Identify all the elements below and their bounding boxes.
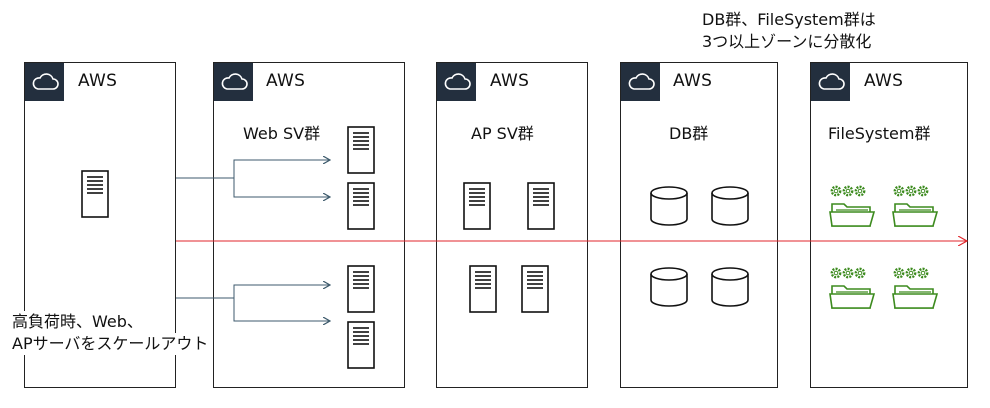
server-icon — [347, 321, 375, 369]
database-icon — [650, 186, 688, 226]
aws-label: AWS — [266, 71, 306, 91]
note-line-1: 高負荷時、Web、 — [12, 311, 143, 333]
database-icon — [650, 267, 688, 307]
aws-label: AWS — [490, 71, 530, 91]
scale-out-note: 高負荷時、Web、 APサーバをスケールアウト — [12, 311, 209, 355]
aws-label: AWS — [78, 71, 118, 91]
gear-folder-icon — [830, 269, 874, 308]
filesystem-group-title: FileSystem群 — [828, 124, 931, 143]
aws-cloud-badge — [214, 63, 253, 101]
aws-cloud-badge — [621, 63, 660, 101]
cloud-icon — [818, 73, 845, 90]
aws-cloud-badge — [25, 63, 64, 101]
server-icon — [81, 170, 109, 218]
cloud-icon — [444, 73, 471, 90]
aws-cloud-badge — [811, 63, 850, 101]
gear-folder-icon — [830, 187, 874, 226]
aws-label: AWS — [673, 71, 713, 91]
server-icon — [463, 182, 491, 230]
note-line-2: 3つ以上ゾーンに分散化 — [702, 32, 872, 51]
scale-out-connector-upper — [176, 160, 330, 197]
server-icon — [347, 182, 375, 230]
cloud-icon — [221, 73, 248, 90]
database-icon — [711, 186, 749, 226]
aws-panel-ap: AWS AP SV群 — [436, 62, 588, 388]
zone-distribution-note: DB群、FileSystem群は 3つ以上ゾーンに分散化 — [702, 9, 876, 53]
gear-folder-icon — [893, 269, 937, 308]
web-group-title: Web SV群 — [243, 124, 321, 143]
server-icon — [347, 265, 375, 313]
scale-out-connector-lower — [176, 285, 330, 321]
server-icon — [347, 126, 375, 174]
aws-panel-filesystem: AWS FileSystem群 — [810, 62, 968, 388]
note-line-2: APサーバをスケールアウト — [12, 333, 209, 355]
ap-group-title: AP SV群 — [471, 124, 534, 143]
database-icon — [711, 267, 749, 307]
server-icon — [527, 182, 555, 230]
aws-label: AWS — [864, 71, 904, 91]
aws-panel-db: AWS DB群 — [620, 62, 778, 388]
server-icon — [469, 265, 497, 313]
aws-cloud-badge — [437, 63, 476, 101]
server-icon — [521, 265, 549, 313]
cloud-icon — [32, 73, 59, 90]
cloud-icon — [628, 73, 655, 90]
db-group-title: DB群 — [669, 124, 709, 143]
gear-folder-icon — [893, 187, 937, 226]
note-line-1: DB群、FileSystem群は — [702, 10, 876, 29]
